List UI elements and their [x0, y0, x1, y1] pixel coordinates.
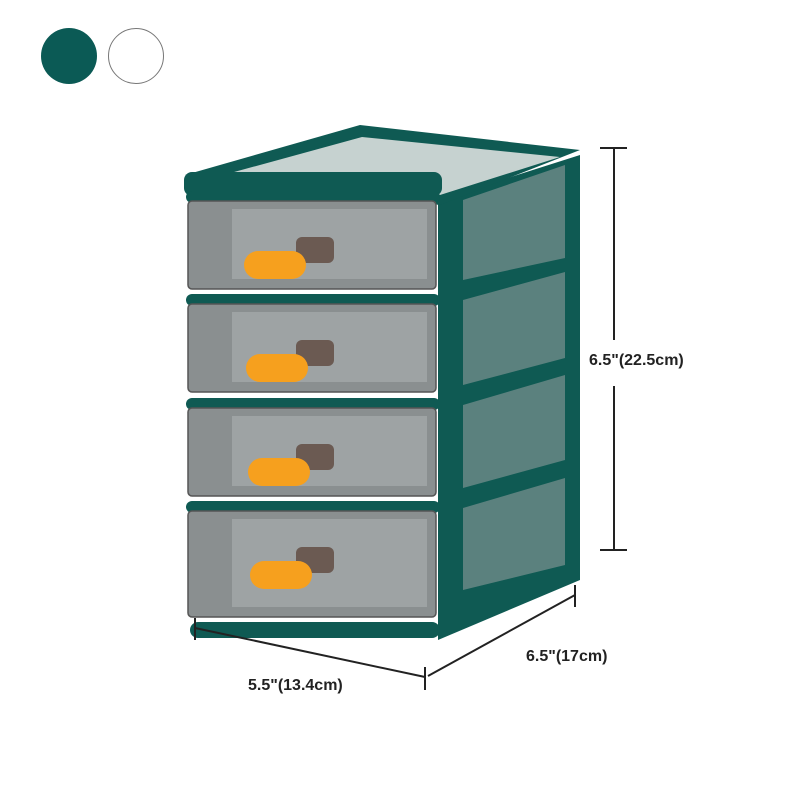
drawer-handle: [248, 458, 310, 486]
width-dimension-line: [194, 618, 426, 690]
drawer-handle: [244, 251, 306, 279]
height-dimension-line: [600, 147, 627, 551]
drawer[interactable]: [186, 398, 440, 497]
drawer-handle: [250, 561, 312, 589]
drawer[interactable]: [186, 501, 440, 618]
drawer-rim: [186, 191, 440, 203]
organizer-lid: [184, 125, 580, 205]
drawer[interactable]: [186, 191, 440, 290]
height-label: 6.5"(22.5cm): [589, 352, 684, 369]
width-label: 5.5"(13.4cm): [248, 677, 343, 694]
organizer-side: [438, 155, 580, 640]
drawer[interactable]: [186, 294, 440, 393]
depth-label: 6.5"(17cm): [526, 648, 608, 665]
drawer-handle: [246, 354, 308, 382]
color-swatch-green[interactable]: [41, 28, 97, 84]
organizer-base: [190, 622, 440, 638]
drawer-rim: [186, 398, 440, 410]
drawer-rim: [186, 501, 440, 513]
drawer-rim: [186, 294, 440, 306]
color-swatch-white[interactable]: [108, 28, 164, 84]
handle-shadow: [296, 237, 334, 263]
depth-dimension-line: [427, 585, 576, 677]
handle-shadow: [296, 340, 334, 366]
drawer-stack: [186, 191, 440, 638]
